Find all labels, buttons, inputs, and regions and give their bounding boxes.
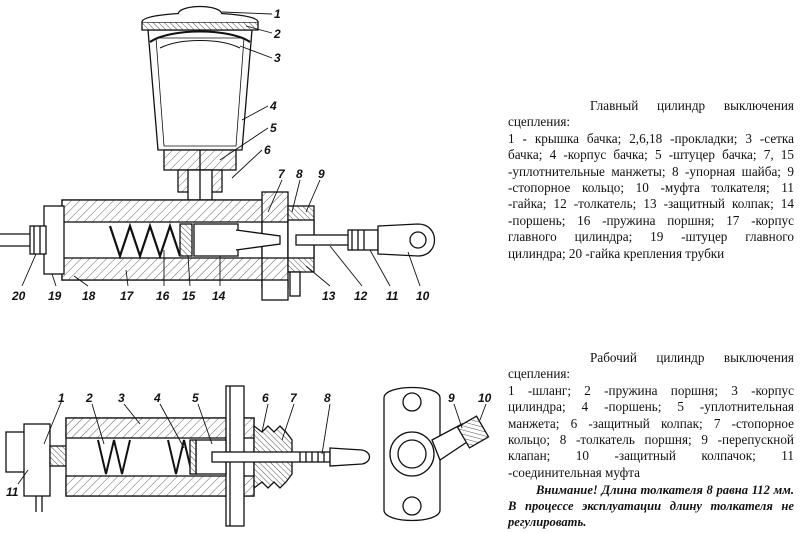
slave-callout-9: 9 bbox=[448, 391, 455, 405]
slave-callout-6: 6 bbox=[262, 391, 269, 405]
slave-callout-7: 7 bbox=[290, 391, 298, 405]
master-callout-11: 11 bbox=[386, 289, 399, 303]
slave-callout-5: 5 bbox=[192, 391, 199, 405]
slave-callout-3: 3 bbox=[118, 391, 125, 405]
master-callout-20: 20 bbox=[11, 289, 26, 303]
master-callout-9: 9 bbox=[318, 167, 325, 181]
slave-callout-8: 8 bbox=[324, 391, 331, 405]
slave-callout-11: 11 bbox=[6, 485, 19, 499]
master-callout-14: 14 bbox=[212, 289, 226, 303]
slave-leader-lines bbox=[17, 399, 487, 485]
cylinder-body bbox=[61, 191, 289, 289]
reservoir-fitting bbox=[163, 149, 237, 201]
master-callout-4: 4 bbox=[269, 99, 277, 113]
master-callout-7: 7 bbox=[278, 167, 286, 181]
piston bbox=[179, 223, 281, 257]
slave-callout-4: 4 bbox=[153, 391, 161, 405]
slave-cylinder-caption: Рабочий цилиндр выключения сцепления: 1 … bbox=[508, 350, 794, 481]
slave-callout-10: 10 bbox=[478, 391, 492, 405]
slave-caption-title: Рабочий цилиндр выключения сцепления: bbox=[508, 350, 794, 382]
slave-callout-1: 1 bbox=[58, 391, 65, 405]
master-caption-title: Главный цилиндр выключения сцепления: bbox=[508, 98, 794, 130]
piston-spring bbox=[108, 222, 182, 260]
master-callout-8: 8 bbox=[296, 167, 303, 181]
master-callout-12: 12 bbox=[354, 289, 368, 303]
master-callout-13: 13 bbox=[322, 289, 336, 303]
hose-coupling bbox=[5, 423, 71, 512]
master-cylinder-caption: Главный цилиндр выключения сцепления: 1 … bbox=[508, 98, 794, 262]
slave-pushrod bbox=[211, 447, 371, 467]
slave-spring-coil bbox=[167, 439, 193, 475]
master-cylinder-drawing bbox=[0, 5, 435, 301]
master-leader-lines bbox=[21, 11, 421, 287]
pushrod bbox=[295, 223, 435, 257]
master-callout-16: 16 bbox=[156, 289, 170, 303]
master-callout-1: 1 bbox=[274, 7, 281, 21]
outlet-fitting bbox=[0, 205, 65, 275]
slave-piston-spring bbox=[97, 439, 131, 475]
pushrod-length-warning: Внимание! Длина толкателя 8 равна 112 мм… bbox=[508, 482, 794, 530]
slave-caption-legend: 1 -шланг; 2 -пружина поршня; 3 -корпус ц… bbox=[508, 382, 794, 480]
master-callout-17: 17 bbox=[120, 289, 135, 303]
slave-cylinder-drawing bbox=[5, 385, 490, 527]
warning-lead: Внимание! bbox=[536, 483, 598, 497]
master-caption-legend: 1 - крышка бачка; 2,6,18 -прокладки; 3 -… bbox=[508, 130, 794, 261]
master-callout-15: 15 bbox=[182, 289, 196, 303]
reservoir-body bbox=[141, 5, 259, 151]
slave-callout-2: 2 bbox=[85, 391, 93, 405]
master-callout-19: 19 bbox=[48, 289, 62, 303]
master-callout-18: 18 bbox=[82, 289, 96, 303]
slave-end-view bbox=[383, 386, 490, 522]
master-callout-10: 10 bbox=[416, 289, 430, 303]
warning-text: Длина толкателя 8 равна 112 мм. В процес… bbox=[508, 483, 794, 529]
master-callout-5: 5 bbox=[270, 121, 277, 135]
master-callout-2: 2 bbox=[273, 27, 281, 41]
master-callout-3: 3 bbox=[274, 51, 281, 65]
master-callout-6: 6 bbox=[264, 143, 271, 157]
